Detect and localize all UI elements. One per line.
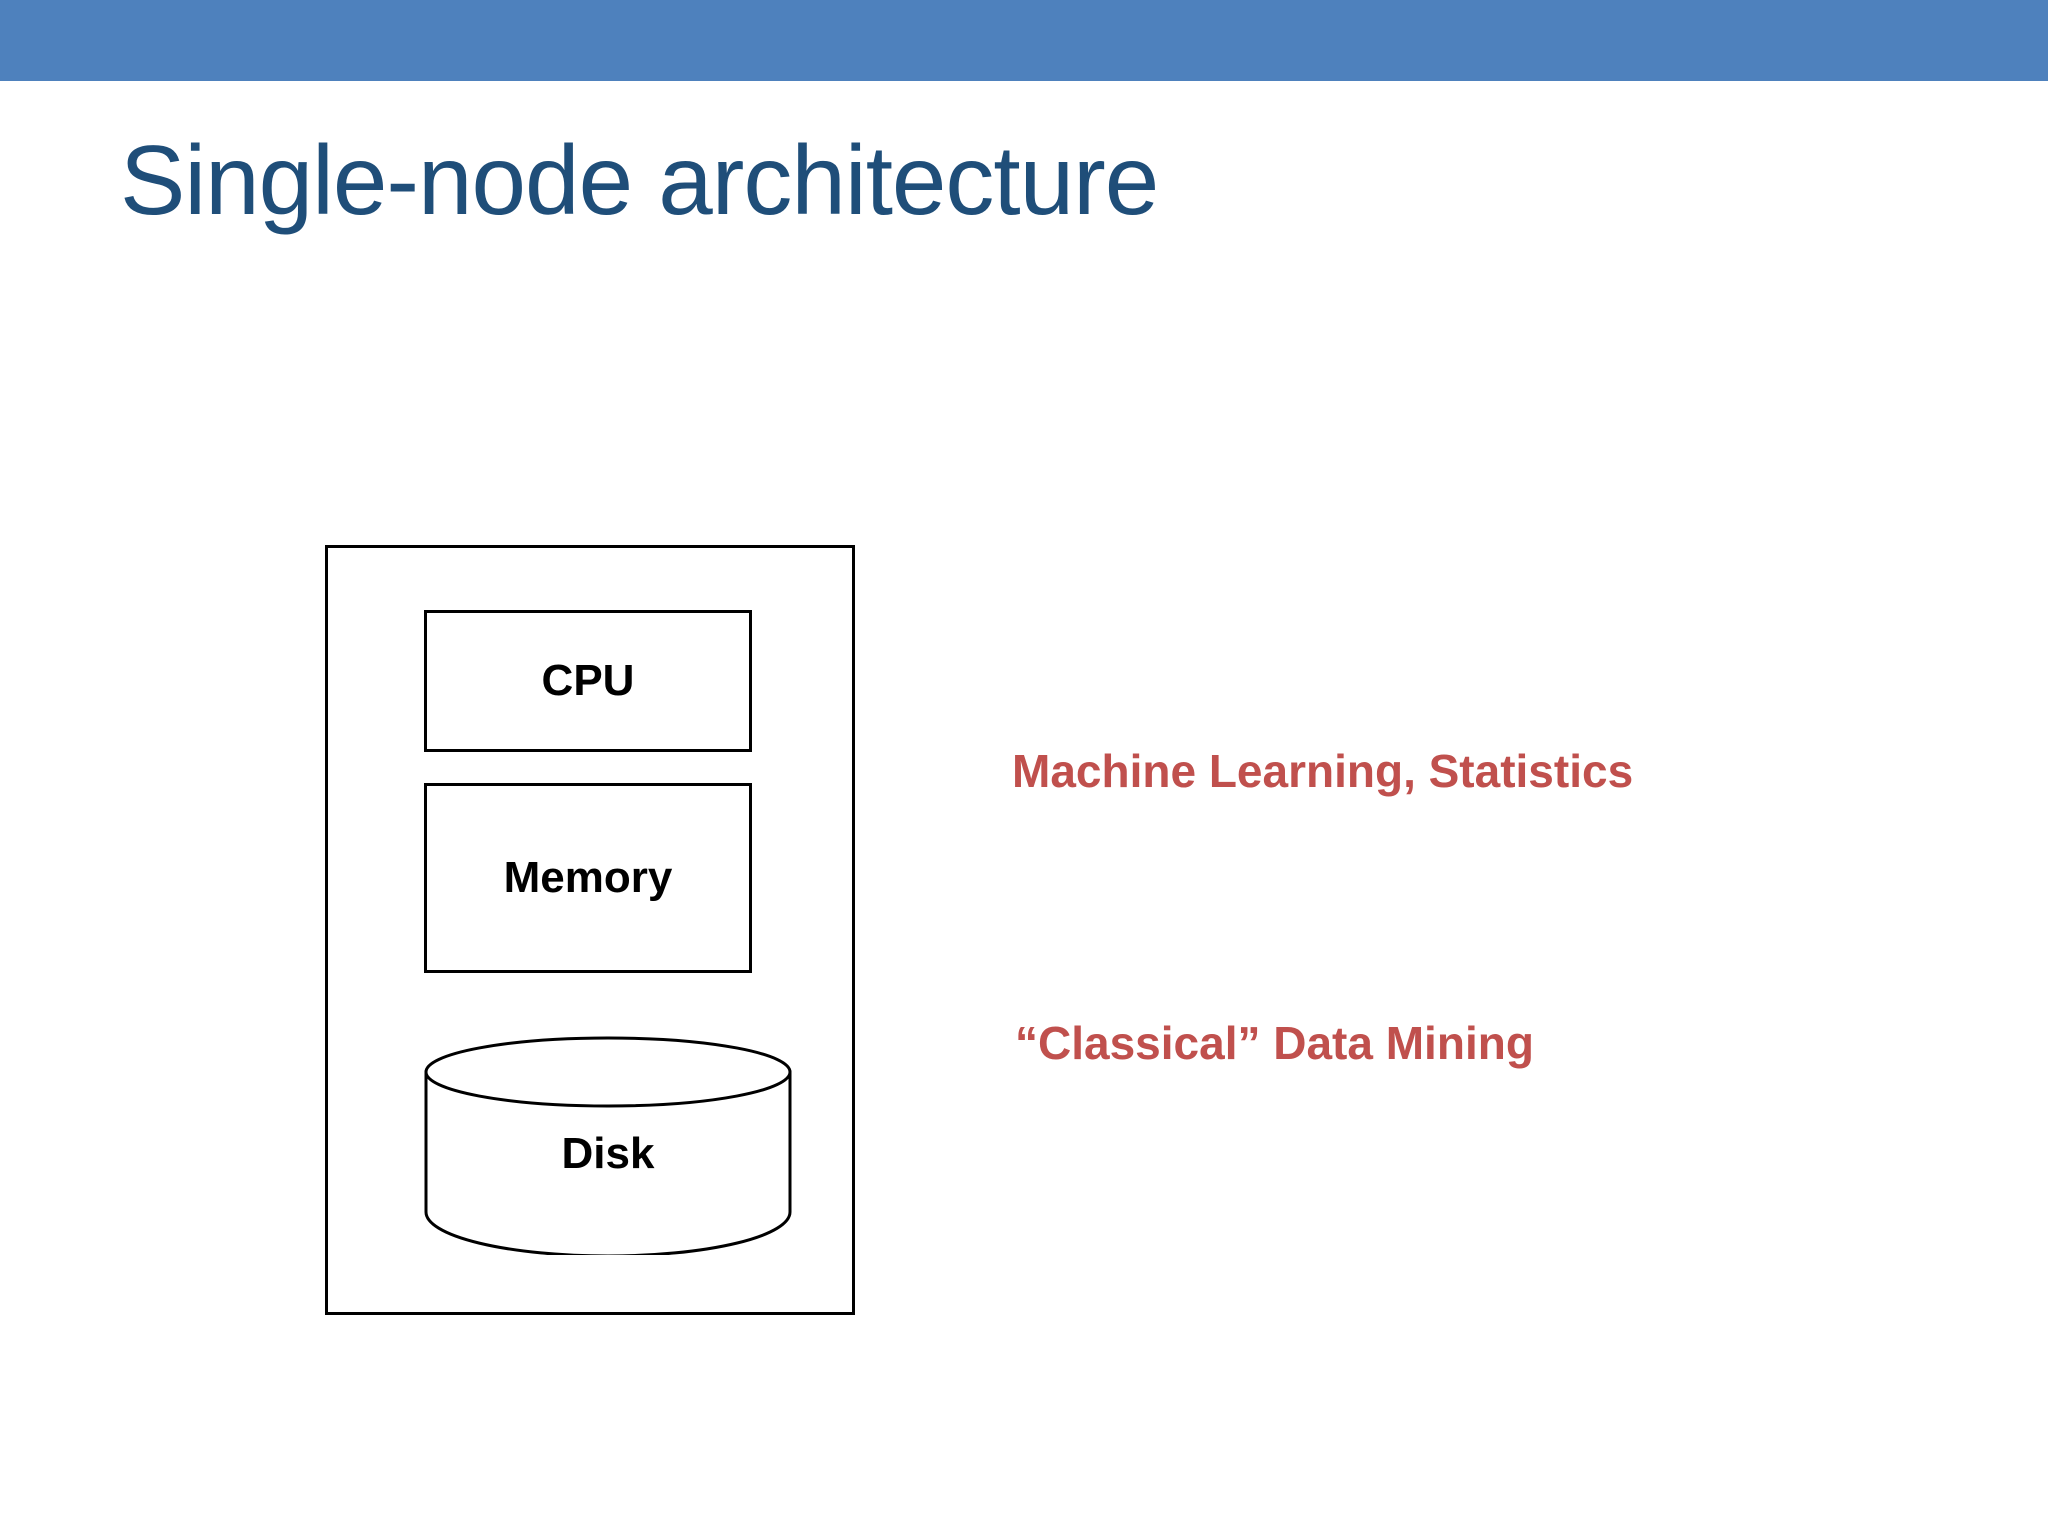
disk-label-wrapper: Disk bbox=[418, 1030, 798, 1255]
annotation-classical-data-mining: “Classical” Data Mining bbox=[1015, 1017, 1534, 1069]
annotation-machine-learning: Machine Learning, Statistics bbox=[1012, 745, 1634, 797]
disk-label: Disk bbox=[561, 1128, 655, 1178]
cpu-label: CPU bbox=[541, 656, 635, 705]
memory-component-box: Memory bbox=[424, 783, 752, 973]
top-decorative-band bbox=[0, 0, 2048, 81]
disk-cylinder-shape bbox=[418, 1030, 798, 1255]
cpu-component-box: CPU bbox=[424, 610, 752, 752]
page-title: Single-node architecture bbox=[120, 125, 1159, 235]
memory-label: Memory bbox=[503, 853, 673, 902]
